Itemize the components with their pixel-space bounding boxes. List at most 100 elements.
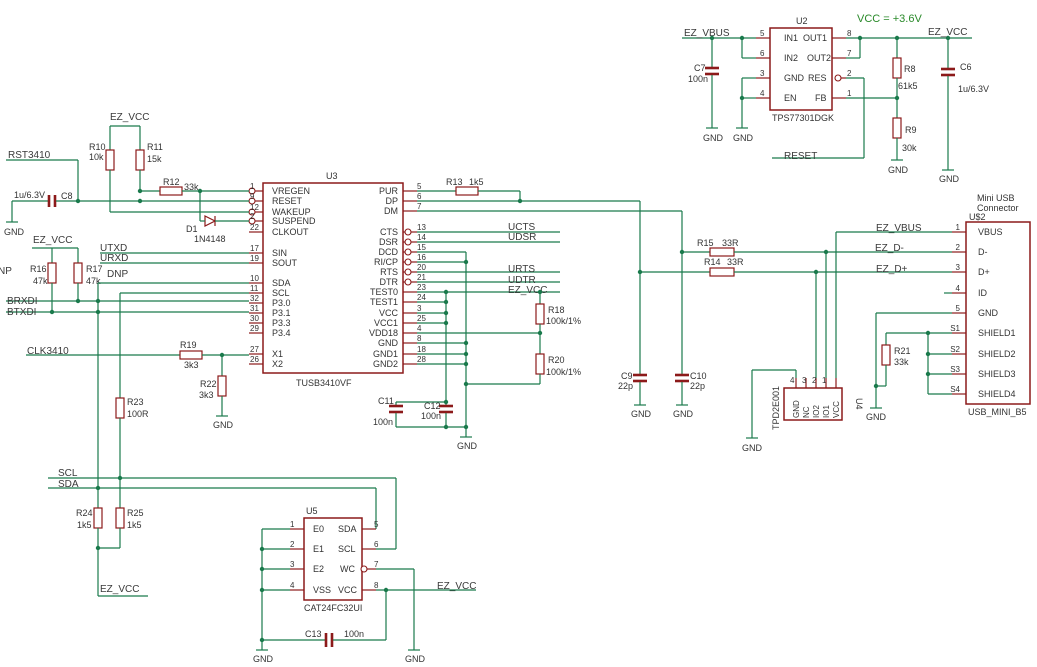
- r12-ref: R12: [163, 177, 180, 187]
- u3-pin-num: 20: [417, 263, 426, 272]
- usb-pin-num: 2: [956, 243, 961, 252]
- u2-ref: U2: [796, 16, 808, 26]
- net-label: CLK3410: [27, 346, 69, 357]
- u3-pin-num: 30: [250, 314, 259, 323]
- usb-pin-num: S4: [950, 385, 960, 394]
- r21-ref: R21: [894, 346, 911, 356]
- c13-value: 100n: [344, 629, 364, 639]
- u4-pin-name: IO1: [822, 405, 831, 418]
- usb-pin-name: D+: [978, 267, 990, 277]
- u4-pin-num: 3: [802, 376, 807, 385]
- r11-ref: R11: [147, 142, 163, 152]
- usb-pin-num: S3: [950, 365, 960, 374]
- u3-pin-num: 2: [250, 212, 255, 221]
- c12-ref: C12: [424, 401, 441, 411]
- r9-value: 30k: [902, 143, 917, 153]
- c10-value: 22p: [690, 381, 705, 391]
- u2-regulator: U2 TPS77301DGK 5 6 3 4 IN1 IN2 GND EN 8 …: [756, 16, 852, 123]
- r25-value: 1k5: [127, 520, 142, 530]
- gnd-label: GND: [457, 441, 478, 451]
- net-label: EZ_D+: [876, 264, 908, 275]
- u3-right-wiring: R13 1k5 UCTS UDSR URTS UDTR EZ_VCC: [373, 177, 685, 451]
- gnd-label: GND: [742, 443, 763, 453]
- u5-pin-name: E1: [313, 544, 324, 554]
- usb-title: Mini USB: [977, 193, 1015, 203]
- net-label: EZ_VCC: [928, 27, 967, 38]
- c6-ref: C6: [960, 62, 972, 72]
- u4-pin-name: GND: [792, 400, 801, 418]
- c10-ref: C10: [690, 371, 707, 381]
- net-label: URXD: [100, 253, 128, 264]
- u3-pin-inverter: [404, 258, 412, 266]
- usb-pin-num: 4: [956, 284, 961, 293]
- u2-pin-num: 4: [760, 89, 765, 98]
- r8-ref: R8: [904, 64, 916, 74]
- u3-pin-inverter: [404, 278, 412, 286]
- u3-pin-name: GND1: [373, 349, 398, 359]
- net-label: UTXD: [100, 243, 127, 254]
- d1-ref: D1: [186, 224, 198, 234]
- u3-pin-name: TEST1: [370, 297, 398, 307]
- u3-pin-name: P3.1: [272, 308, 291, 318]
- u2-pin-num: 1: [847, 89, 852, 98]
- u3-pin-num: 25: [417, 314, 426, 323]
- r22-value: 3k3: [199, 390, 214, 400]
- r17-value: 47k: [86, 276, 101, 286]
- u3-pin-num: 4: [417, 324, 422, 333]
- u2-pin-name: EN: [784, 93, 797, 103]
- u5-pin-num: 3: [290, 560, 295, 569]
- u3-value: TUSB3410VF: [296, 378, 352, 388]
- u3-pin-num: 14: [417, 233, 426, 242]
- u4-pin-name: VCC: [832, 401, 841, 418]
- u3-pin-num: 28: [417, 355, 426, 364]
- u3-pin-num: 21: [417, 273, 426, 282]
- u2-pin-num: 5: [760, 29, 765, 38]
- gnd-label: GND: [213, 420, 234, 430]
- u3-pin-num: 1: [250, 182, 255, 191]
- u3-pin-num: 19: [250, 254, 259, 263]
- u2-pin-num: 8: [847, 29, 852, 38]
- u3-pin-name: GND2: [373, 359, 398, 369]
- gnd-label: GND: [888, 165, 909, 175]
- gnd-label: GND: [405, 654, 426, 664]
- u3-pin-name: P3.3: [272, 318, 291, 328]
- net-label: RST3410: [8, 150, 51, 161]
- u2-pin-name: OUT1: [803, 33, 827, 43]
- u5-value: CAT24FC32UI: [304, 603, 362, 613]
- u3-pin-inverter: [404, 268, 412, 276]
- u5-pin-name: VSS: [313, 585, 331, 595]
- d1-value: 1N4148: [194, 234, 226, 244]
- u3-pin-num: 8: [417, 334, 422, 343]
- r15-ref: R15: [697, 238, 714, 248]
- usb-pin-name: ID: [978, 288, 988, 298]
- net-label: EZ_VBUS: [684, 28, 730, 39]
- usb-pin-name: SHIELD4: [978, 389, 1016, 399]
- u3-pin-inverter: [404, 228, 412, 236]
- c9-value: 22p: [618, 381, 633, 391]
- u3-pin-name: RESET: [272, 196, 303, 206]
- r12-value: 33k: [184, 182, 199, 192]
- r25-ref: R25: [127, 508, 144, 518]
- u5-pin-name: SCL: [338, 544, 356, 554]
- u3-pin-num: 12: [250, 203, 259, 212]
- u3-pin-name: DM: [384, 206, 398, 216]
- r9-ref: R9: [905, 125, 917, 135]
- gnd-label: GND: [866, 412, 887, 422]
- r8-value: 61k5: [898, 81, 918, 91]
- u5-wiring: GND GND EZ_VCC C13 100n: [253, 528, 476, 664]
- c7-value: 100n: [688, 74, 708, 84]
- u4-pin-name: IO2: [812, 405, 821, 418]
- r10-value: 10k: [89, 152, 104, 162]
- r13-ref: R13: [446, 177, 463, 187]
- r10-ref: R10: [89, 142, 106, 152]
- u3-pin-inverter: [404, 238, 412, 246]
- r19-ref: R19: [180, 340, 197, 350]
- usb-pin-num: S1: [950, 324, 960, 333]
- net-label: RESET: [784, 151, 817, 162]
- u2-pin-num: 3: [760, 69, 765, 78]
- usb-shield-wiring: GND R21 33k: [866, 312, 952, 422]
- u4-pin-name: NC: [802, 406, 811, 418]
- u3-pin-num: 16: [417, 253, 426, 262]
- r23-value: 100R: [127, 409, 149, 419]
- u3-pin-name: RTS: [380, 267, 398, 277]
